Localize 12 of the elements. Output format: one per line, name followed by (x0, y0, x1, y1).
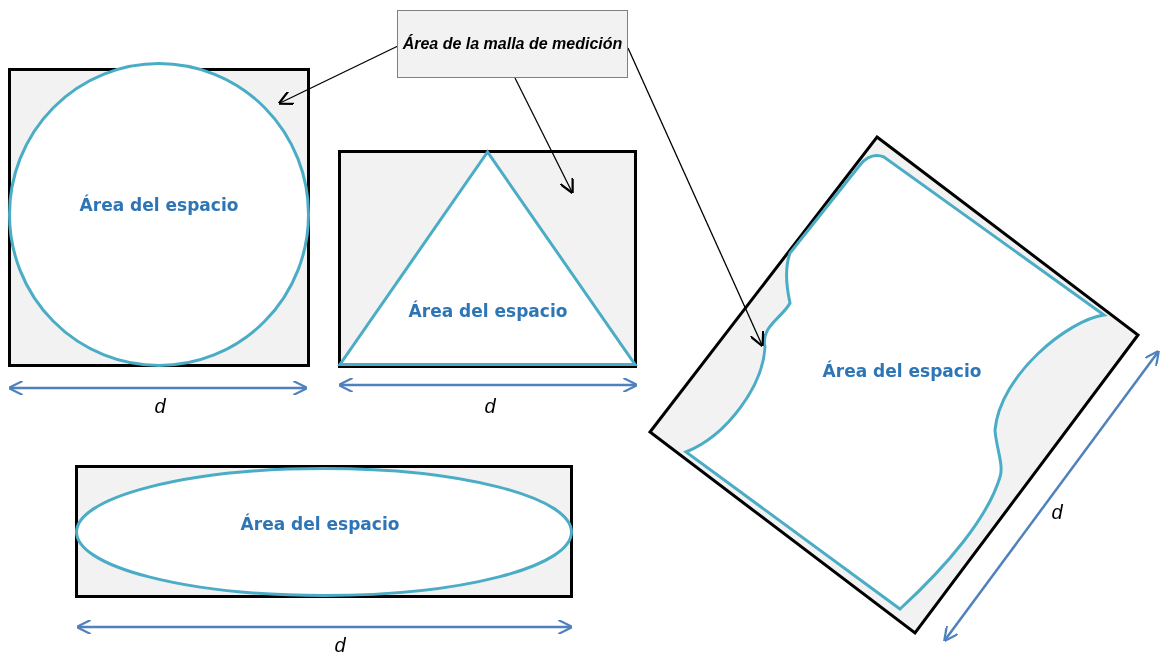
leader-line (514, 77, 574, 195)
dimension-label: d (334, 633, 346, 656)
area-label: Área del espacio (408, 301, 568, 321)
dimension-label: d (484, 394, 496, 418)
callout-box: Área de la malla de medición (397, 10, 628, 78)
area-label: Área del espacio (240, 514, 400, 534)
dimension-label: d (154, 394, 166, 418)
area-label: Área del espacio (79, 195, 239, 215)
area-label: Área del espacio (822, 361, 982, 381)
space-region (685, 157, 1105, 610)
dimension-label: d (1051, 500, 1063, 524)
leader-line (627, 47, 765, 348)
